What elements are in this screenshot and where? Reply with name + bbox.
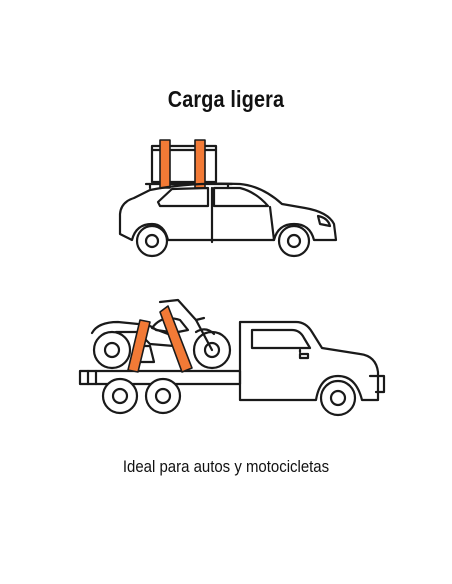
caption: Ideal para autos y motocicletas [122,457,330,476]
roof-cargo-box [150,144,218,184]
car-window-front [212,186,270,208]
truck-cab [238,320,380,402]
car-body [118,182,338,242]
page-title: Carga ligera [167,86,285,112]
tie-down-strap [127,319,151,373]
tie-down-strap [159,305,193,373]
motorcycle [90,298,232,370]
car-with-roof-cargo-icon [118,139,338,258]
car-window-rear [156,186,210,208]
pickup-truck-trailer-motorcycle-icon [78,298,386,417]
cargo-strap [159,139,171,189]
truck-window [250,328,312,350]
cargo-strap [194,139,206,189]
